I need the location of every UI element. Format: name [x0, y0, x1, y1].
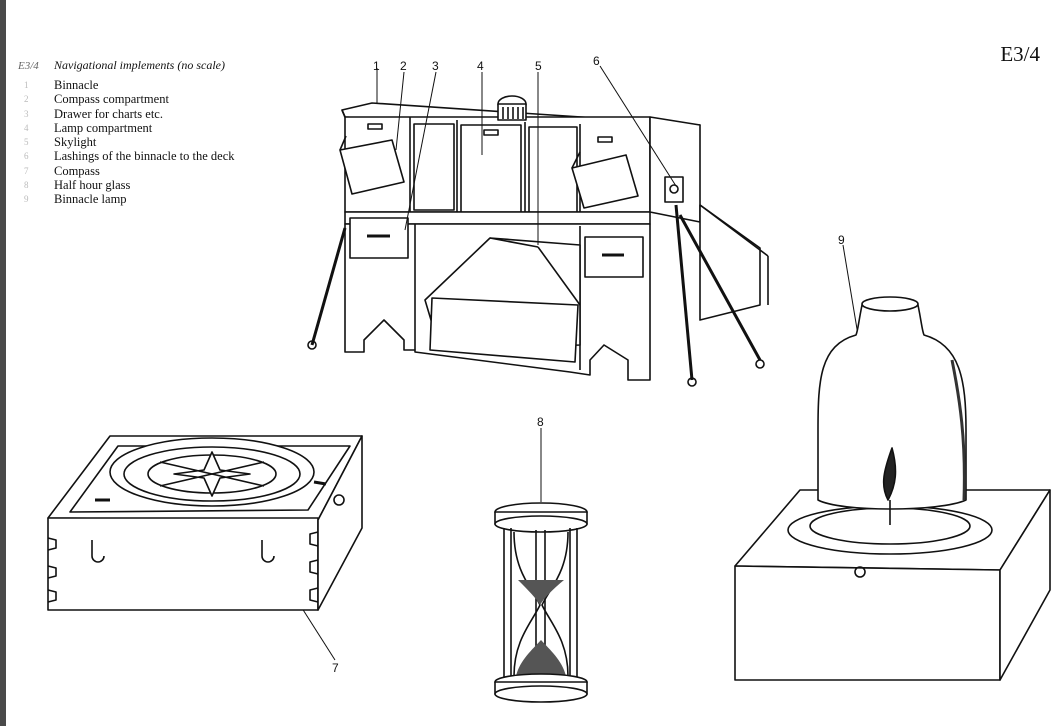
page-identifier: E3/4: [1000, 42, 1040, 66]
page-edge-strip: [0, 0, 6, 726]
legend-item-text: Drawer for charts etc.: [54, 106, 163, 121]
legend-item-number: 4: [24, 122, 29, 133]
callout-numbers: 1 2 3 4 5 6 7 8 9: [332, 54, 845, 675]
callout-3: 3: [432, 59, 439, 73]
legend-title: Navigational implements (no scale): [54, 58, 225, 72]
legend-item-number: 6: [24, 151, 29, 162]
callout-1: 1: [373, 59, 380, 73]
callout-leaders: [299, 65, 859, 661]
callout-4: 4: [477, 59, 484, 73]
legend-code: E3/4: [18, 60, 39, 72]
legend-item-number: 3: [24, 108, 29, 119]
legend-item-text: Compass compartment: [54, 92, 169, 107]
legend-item-number: 8: [24, 180, 29, 191]
legend-item-number: 5: [24, 137, 29, 148]
legend-item-text: Compass: [54, 163, 100, 178]
legend-item-number: 1: [24, 80, 29, 90]
legend-item-text: Lashings of the binnacle to the deck: [54, 149, 235, 164]
hourglass-drawing: [494, 502, 588, 703]
binnacle-lamp-drawing: [734, 296, 1051, 681]
legend-item-number: 9: [24, 194, 29, 205]
legend-item-text: Lamp compartment: [54, 120, 153, 135]
legend-item-text: Half hour glass: [54, 178, 131, 193]
compass-drawing: [47, 435, 363, 611]
callout-7: 7: [332, 661, 339, 675]
legend-item-number: 7: [24, 165, 29, 176]
callout-9: 9: [838, 233, 845, 247]
callout-5: 5: [535, 59, 542, 73]
callout-8: 8: [537, 415, 544, 429]
legend-item-text: Binnacle: [54, 78, 99, 92]
callout-6: 6: [593, 54, 600, 68]
legend-item-text: Skylight: [54, 135, 97, 150]
binnacle-drawing: [307, 95, 769, 387]
callout-2: 2: [400, 59, 407, 73]
legend-item-number: 2: [24, 94, 29, 105]
legend-item-text: Binnacle lamp: [54, 192, 127, 207]
